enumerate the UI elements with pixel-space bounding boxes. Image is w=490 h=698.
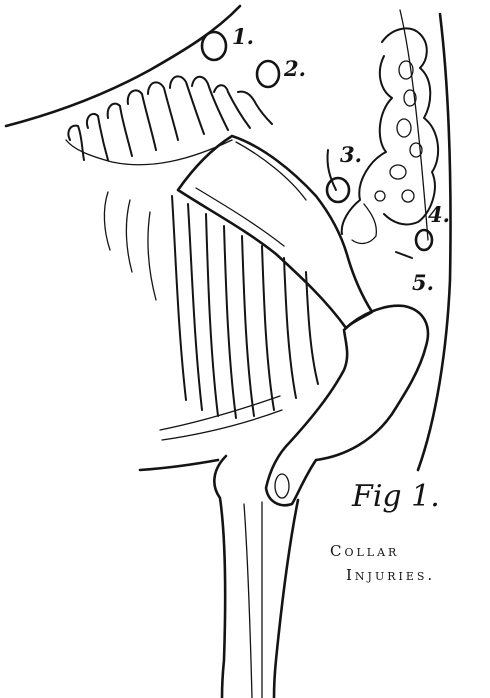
- humerus: [266, 306, 428, 505]
- foreleg: [140, 456, 298, 698]
- figure-caption-line-1: Collar: [330, 542, 399, 560]
- shoulder-inner-contour: [400, 10, 428, 240]
- marker-5-label: 5.: [412, 270, 434, 295]
- neck-outline-top: [6, 6, 240, 126]
- cervical-vertebrae: [342, 28, 438, 243]
- marker-1-label: 1.: [232, 24, 254, 49]
- marker-5: 5.: [396, 252, 434, 295]
- marker-4: 4.: [416, 202, 450, 250]
- figure-caption-line-2: Injuries.: [346, 566, 435, 584]
- marker-4-label: 4.: [428, 202, 450, 227]
- ribs: [104, 192, 318, 440]
- marker-1: 1.: [202, 24, 254, 60]
- marker-2: 2.: [257, 56, 306, 87]
- shoulder-outline-rear: [418, 14, 451, 470]
- marker-3: 3.: [327, 142, 362, 202]
- marker-2-label: 2.: [283, 56, 306, 81]
- dorsal-spinous-processes: [66, 76, 272, 164]
- marker-3-label: 3.: [340, 142, 362, 167]
- figure-title: Fig 1.: [351, 479, 440, 514]
